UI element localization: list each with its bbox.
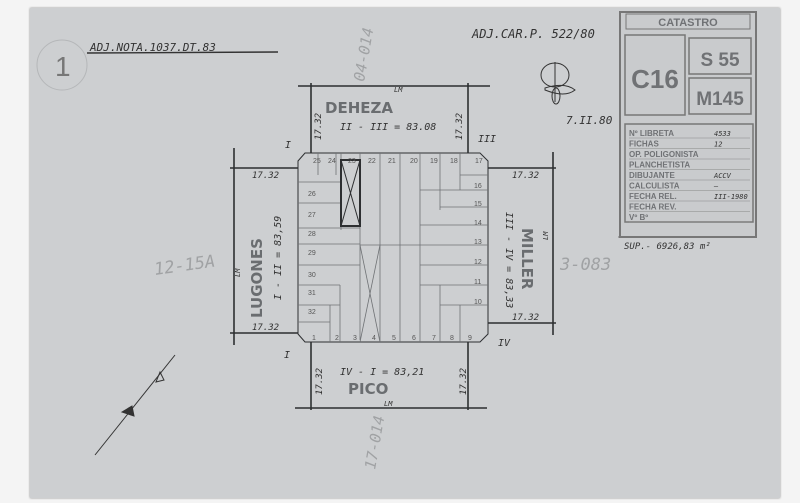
parcel-label: 26 (308, 191, 316, 198)
measure-north-left: 17.32 (314, 113, 324, 140)
stamp-field-value: 4533 (714, 130, 731, 138)
stamp-field-label: DIBUJANTE (629, 171, 675, 180)
parcel-label: 23 (348, 158, 356, 165)
parcel-label: 1 (312, 335, 316, 342)
parcel-label: 14 (474, 220, 482, 227)
measure-east-bottom: 17.32 (512, 313, 539, 323)
measure-south-right: 17.32 (459, 368, 469, 395)
corner-i: I (284, 350, 290, 361)
parcel-label: 10 (474, 299, 482, 306)
street-north-name: DEHEZA (325, 99, 393, 117)
parcel-label: 30 (308, 272, 316, 279)
note-top-left: ADJ.NOTA.1037.DT.83 (89, 41, 216, 54)
corner-iii: III (478, 134, 496, 145)
street-west-span: I - II = 83,59 (273, 216, 284, 300)
parcel-lines (298, 153, 488, 343)
stamp-field-label: PLANCHETISTA (629, 161, 690, 170)
parcel-boundary (359, 244, 381, 343)
stamp-field-label: FICHAS (629, 140, 659, 149)
measure-south-left: 17.32 (315, 368, 325, 395)
parcel-label: 9 (468, 335, 472, 342)
stamp-field-label: FECHA REV. (629, 203, 676, 212)
parcel-label: 5 (392, 335, 396, 342)
stamp-field-value: III-1980 (714, 193, 748, 201)
lm-south: LM (384, 400, 393, 408)
parcel-label: 20 (410, 158, 418, 165)
stamp-circ: C16 (631, 64, 679, 94)
parcel-label: 24 (328, 158, 336, 165)
parcel-label: 8 (450, 335, 454, 342)
measure-west-top: 17.32 (252, 171, 279, 181)
corner-i-top: I (285, 140, 291, 151)
lm-east: LM (542, 231, 550, 240)
street-north-span: II - III = 83.08 (340, 122, 436, 133)
sheet-number: 1 (55, 51, 71, 82)
stamp-field-label: Nº LIBRETA (629, 129, 674, 138)
street-south-name: PICO (348, 380, 388, 398)
margin-note-right: 3-083 (559, 255, 611, 275)
parcel-label: 6 (412, 335, 416, 342)
parcel-label: 16 (474, 183, 482, 190)
parcel-label: 7 (432, 335, 436, 342)
street-west-name: LUGONES (248, 238, 266, 318)
stamp-field-value: 12 (714, 141, 722, 149)
parcel-label: 12 (474, 259, 482, 266)
stamp-field-label: FECHA REL. (629, 192, 677, 201)
parcel-label: 15 (474, 201, 482, 208)
parcel-label: 17 (475, 158, 483, 165)
margin-note-top: 04-014 (350, 26, 377, 82)
note-underline (86, 51, 279, 54)
stamp-field-label: CALCULISTA (629, 182, 680, 191)
catastro-stamp: CATASTRO C16 S 55 M145 Nº LIBRETA 4533FIC… (618, 11, 757, 252)
margin-note-bottom: 17-014 (361, 414, 388, 470)
stamp-title: CATASTRO (658, 17, 718, 29)
parcel-label: 27 (308, 212, 316, 219)
parcel-23-marked (340, 159, 361, 227)
parcel-label: 19 (430, 158, 438, 165)
lm-west: LM (234, 268, 242, 277)
parcel-label: 25 (313, 158, 321, 165)
street-east-span: III - IV = 83,33 (503, 212, 514, 308)
stamp-section: S 55 (700, 50, 740, 71)
stamp-field-value: — (713, 183, 719, 191)
north-arrow-icon (94, 354, 176, 456)
parcel-label: 13 (474, 239, 482, 246)
stamp-field-label: Vº Bº (629, 213, 648, 222)
stamp-area: SUP.- 6926,83 m² (624, 242, 711, 252)
note-top-center: ADJ.CAR.P. 522/80 (471, 27, 595, 41)
stamp-block: M145 (696, 89, 744, 110)
parcel-label: 3 (353, 335, 357, 342)
parcel-label: 28 (308, 231, 316, 238)
note-date: 7.II.80 (566, 114, 613, 127)
measure-west-bottom: 17.32 (252, 323, 279, 333)
street-east-name: MILLER (518, 228, 536, 290)
parcel-label: 32 (308, 309, 316, 316)
parcel-label: 18 (450, 158, 458, 165)
parcel-label: 29 (308, 250, 316, 257)
stamp-field-label: OP. POLIGONISTA (629, 150, 699, 159)
block-boundary (297, 152, 489, 343)
margin-note-left: 12-15A (153, 252, 217, 280)
parcel-label: 21 (388, 158, 396, 165)
parcel-label: 31 (308, 290, 316, 297)
sheet-number-circle (36, 39, 88, 91)
parcel-label: 22 (368, 158, 376, 165)
street-south-span: IV - I = 83,21 (340, 367, 424, 378)
parcel-label: 2 (335, 335, 339, 342)
lm-north: LM (394, 86, 403, 94)
stamp-field-value: ACCV (713, 172, 732, 180)
corner-iv: IV (498, 338, 511, 349)
signature-icon (540, 62, 576, 105)
parcel-label: 4 (372, 335, 376, 342)
parcel-23-cross (340, 159, 361, 227)
measure-east-top: 17.32 (512, 171, 539, 181)
parcel-label: 11 (474, 279, 481, 286)
street-outlines (230, 83, 556, 410)
measure-north-right: 17.32 (455, 113, 465, 140)
